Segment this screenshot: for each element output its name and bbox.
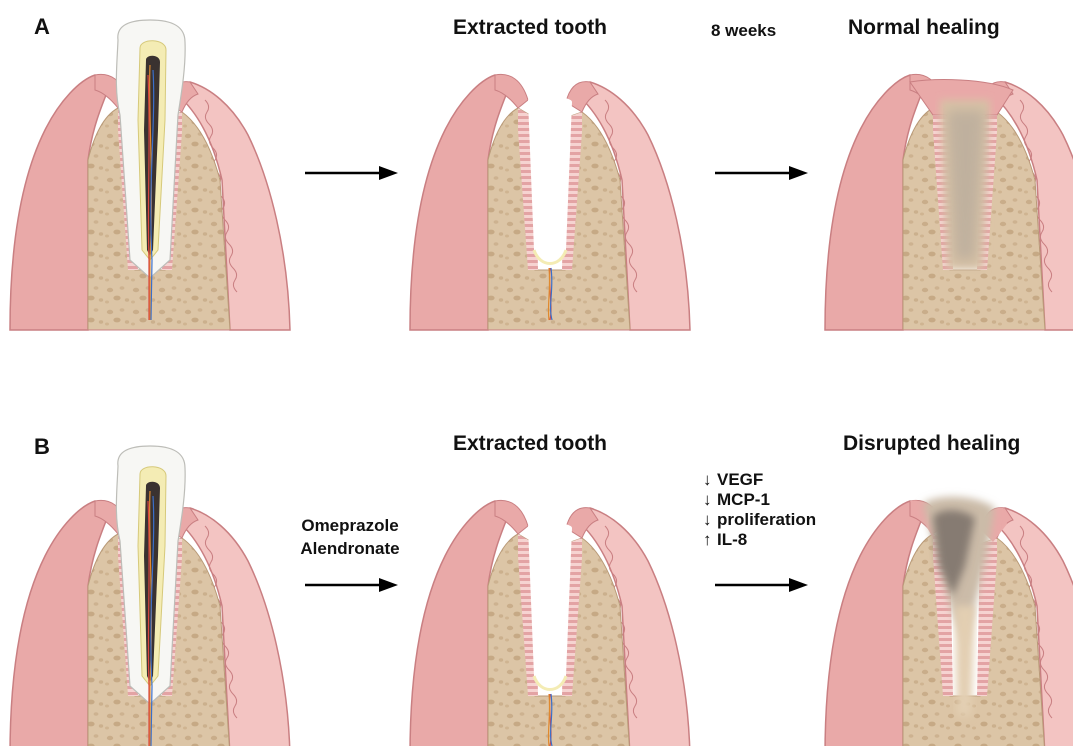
- socket-extracted-figure-b: [400, 446, 700, 746]
- drug-list: Omeprazole Alendronate: [285, 514, 415, 560]
- effect-il8: ↑IL-8: [703, 530, 816, 550]
- effect-proliferation: ↓proliferation: [703, 510, 816, 530]
- time-note: 8 weeks: [711, 21, 776, 41]
- decrease-arrow-icon: ↓: [703, 510, 717, 530]
- effect-mcp1: ↓MCP-1: [703, 490, 816, 510]
- arrow-a-2: [715, 165, 810, 181]
- effect-vegf: ↓VEGF: [703, 470, 816, 490]
- normal-healing-figure: [815, 20, 1073, 320]
- decrease-arrow-icon: ↓: [703, 490, 717, 510]
- tooth-intact-figure-b: [0, 446, 300, 746]
- panel-b: B Omeprazole Alendronate Extracted tooth…: [0, 366, 1073, 731]
- decrease-arrow-icon: ↓: [703, 470, 717, 490]
- arrow-b-2: [715, 577, 810, 593]
- arrow-b-1: [305, 577, 400, 593]
- socket-extracted-figure-a: [400, 20, 700, 320]
- effects-list: ↓VEGF ↓MCP-1 ↓proliferation ↑IL-8: [703, 470, 816, 550]
- drug-alendronate: Alendronate: [285, 537, 415, 560]
- tooth-intact-figure: [0, 20, 300, 320]
- panel-a: A Extracted tooth 8 weeks Normal healing: [0, 0, 1073, 365]
- increase-arrow-icon: ↑: [703, 530, 717, 550]
- disrupted-healing-figure: [815, 446, 1073, 746]
- arrow-a-1: [305, 165, 400, 181]
- drug-omeprazole: Omeprazole: [285, 514, 415, 537]
